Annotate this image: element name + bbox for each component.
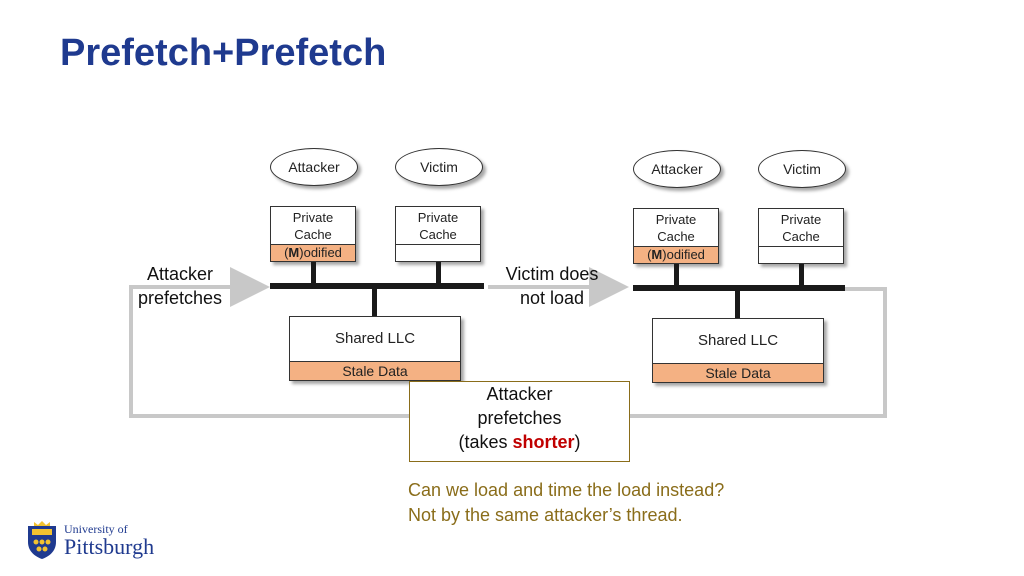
logo-pittsburgh: Pittsburgh (64, 533, 155, 559)
right-bus (633, 285, 845, 291)
question-text: Can we load and time the load instead?No… (408, 480, 725, 525)
step-attacker-prefetches-shorter: Attacker prefetches (takes shorter) (409, 381, 630, 462)
university-logo: University of Pittsburgh (26, 520, 154, 560)
empty-state (759, 246, 843, 263)
logo-university-of: University of (64, 521, 128, 536)
right-victim-node: Victim (758, 150, 846, 188)
left-shared-llc: Shared LLC Stale Data (289, 316, 461, 381)
pitt-shield-icon (28, 521, 56, 559)
right-attacker-bus-link (674, 264, 679, 286)
stale-data-label: Stale Data (653, 363, 823, 382)
right-victim-bus-link (799, 264, 804, 286)
llc-label: Shared LLC (334, 330, 416, 347)
llc-label: Shared LLC (697, 332, 779, 349)
slide-title: Prefetch+Prefetch (60, 32, 387, 74)
left-bus (270, 283, 484, 289)
left-victim-node: Victim (395, 148, 483, 186)
left-victim-bus-link (436, 262, 441, 284)
shorter-highlight: shorter (512, 432, 575, 452)
empty-state (396, 244, 480, 261)
left-llc-bus-link (372, 288, 377, 317)
left-attacker-node: Attacker (270, 148, 358, 186)
right-attacker-node: Attacker (633, 150, 721, 188)
modified-state: (M)odified (634, 246, 718, 263)
right-shared-llc: Shared LLC Stale Data (652, 318, 824, 383)
left-attacker-bus-link (311, 262, 316, 284)
stale-data-label: Stale Data (290, 361, 460, 380)
modified-state: (M)odified (271, 244, 355, 261)
right-llc-bus-link (735, 290, 740, 319)
